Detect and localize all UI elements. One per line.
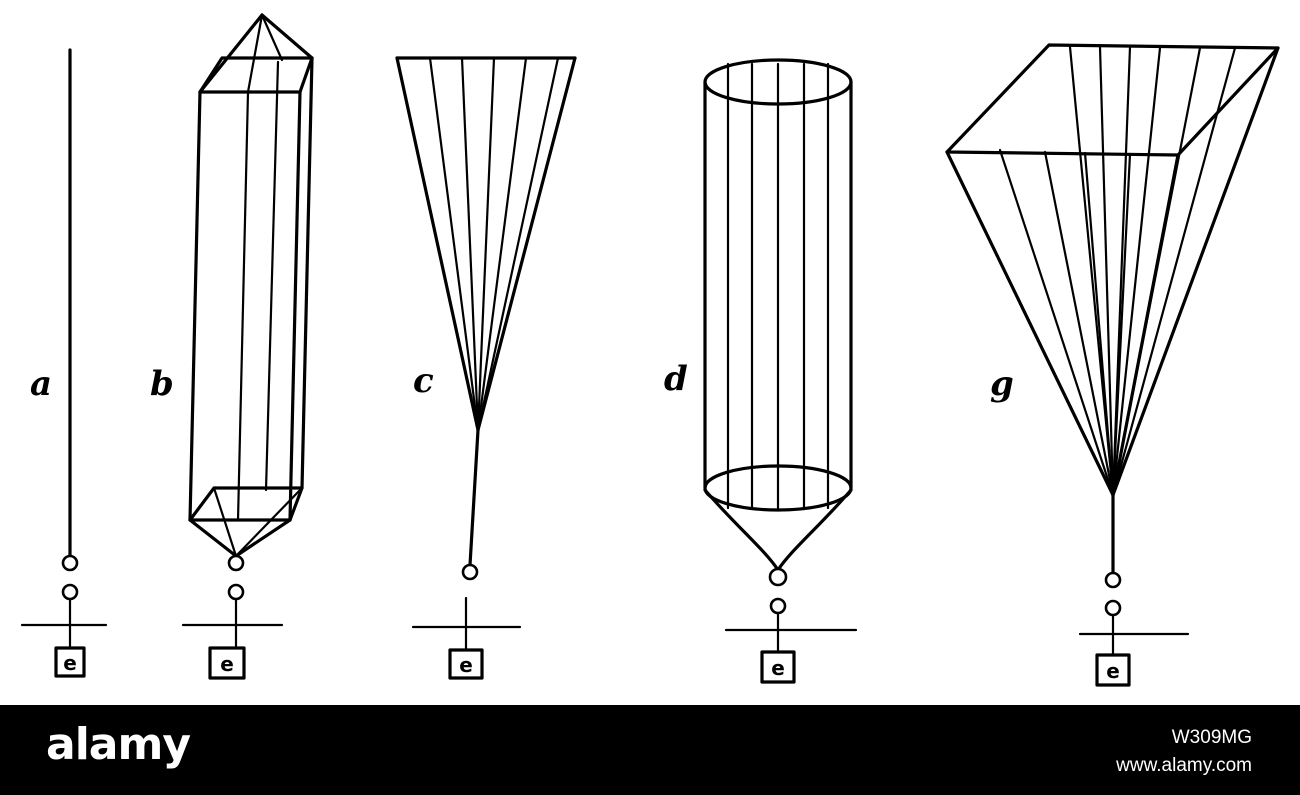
hatch-line: [460, 56, 480, 432]
cone-edge: [776, 488, 853, 572]
terminal-box: [1095, 653, 1131, 687]
cylinder-lines: [726, 62, 830, 510]
terminal-label: e: [459, 653, 473, 677]
fan-lines: [395, 56, 577, 432]
ring-lower: [1104, 599, 1122, 617]
terminal-label: e: [1106, 659, 1120, 683]
hatch-line: [395, 56, 480, 432]
hatch-line: [1111, 152, 1132, 497]
figure-label: d: [664, 359, 688, 399]
ring-upper: [61, 554, 79, 572]
hatch-line: [1111, 46, 1237, 497]
ring-lower: [61, 583, 79, 601]
ring-lower: [769, 597, 787, 615]
terminal-label: e: [63, 651, 77, 675]
ring-upper: [461, 563, 479, 581]
terminal-box: [448, 648, 484, 680]
watermark-footer: alamy W309MG www.alamy.com: [0, 705, 1300, 795]
taper-edge: [234, 518, 292, 558]
cylinder-bottom: [703, 464, 853, 512]
top-face: [945, 43, 1280, 157]
figure-a: e a: [20, 48, 108, 678]
edge: [300, 56, 314, 490]
apex-edge: [260, 13, 314, 60]
hatch-line: [476, 56, 496, 432]
figure-label: b: [150, 364, 174, 404]
hatch-line: [1083, 151, 1115, 497]
taper-edge: [212, 486, 238, 558]
edge: [236, 90, 250, 522]
ring-upper: [768, 567, 788, 587]
edge: [264, 60, 280, 492]
top-face: [198, 56, 314, 94]
pyramid-edge: [945, 150, 1115, 497]
figure-c: e c: [395, 56, 577, 680]
fan-lines: [998, 45, 1237, 497]
hatch-line: [476, 56, 560, 432]
apex-edge: [260, 13, 284, 62]
terminal-box: [208, 646, 246, 680]
ring-upper: [1104, 571, 1122, 589]
brand-logo: alamy: [46, 719, 191, 770]
hatch-line: [428, 56, 480, 432]
hatch-line: [1111, 46, 1202, 497]
terminal-box: [54, 646, 86, 678]
hatch-line: [476, 56, 528, 432]
terminal-box: [760, 650, 796, 684]
cone-edge: [703, 488, 780, 572]
terminal-label: e: [771, 656, 785, 680]
ring-upper: [227, 554, 245, 572]
figure-b: e b: [150, 13, 314, 680]
image-id: W309MG: [1171, 727, 1252, 748]
figure-label: a: [30, 364, 52, 404]
figure-label: c: [413, 361, 434, 401]
apex-edge: [198, 13, 264, 94]
edge: [288, 90, 302, 522]
edge: [188, 90, 202, 522]
figure-d: e d: [664, 58, 858, 684]
hatch-line: [1098, 45, 1115, 497]
hatch-line: [998, 148, 1115, 497]
taper-edge: [188, 518, 238, 558]
taper-edge: [234, 486, 304, 558]
terminal-label: e: [220, 652, 234, 676]
wire: [468, 428, 480, 567]
hatch-line: [476, 56, 577, 432]
figure-g: e g: [945, 43, 1280, 687]
hatch-line: [1111, 46, 1162, 497]
hatch-line: [1043, 150, 1115, 497]
line-drawing: e a e b: [20, 13, 1280, 687]
site-url: www.alamy.com: [1116, 755, 1252, 776]
pyramid-edge: [1111, 46, 1280, 497]
ring-lower: [227, 583, 245, 601]
figure-label: g: [990, 364, 1014, 404]
apex-edge: [246, 13, 264, 94]
